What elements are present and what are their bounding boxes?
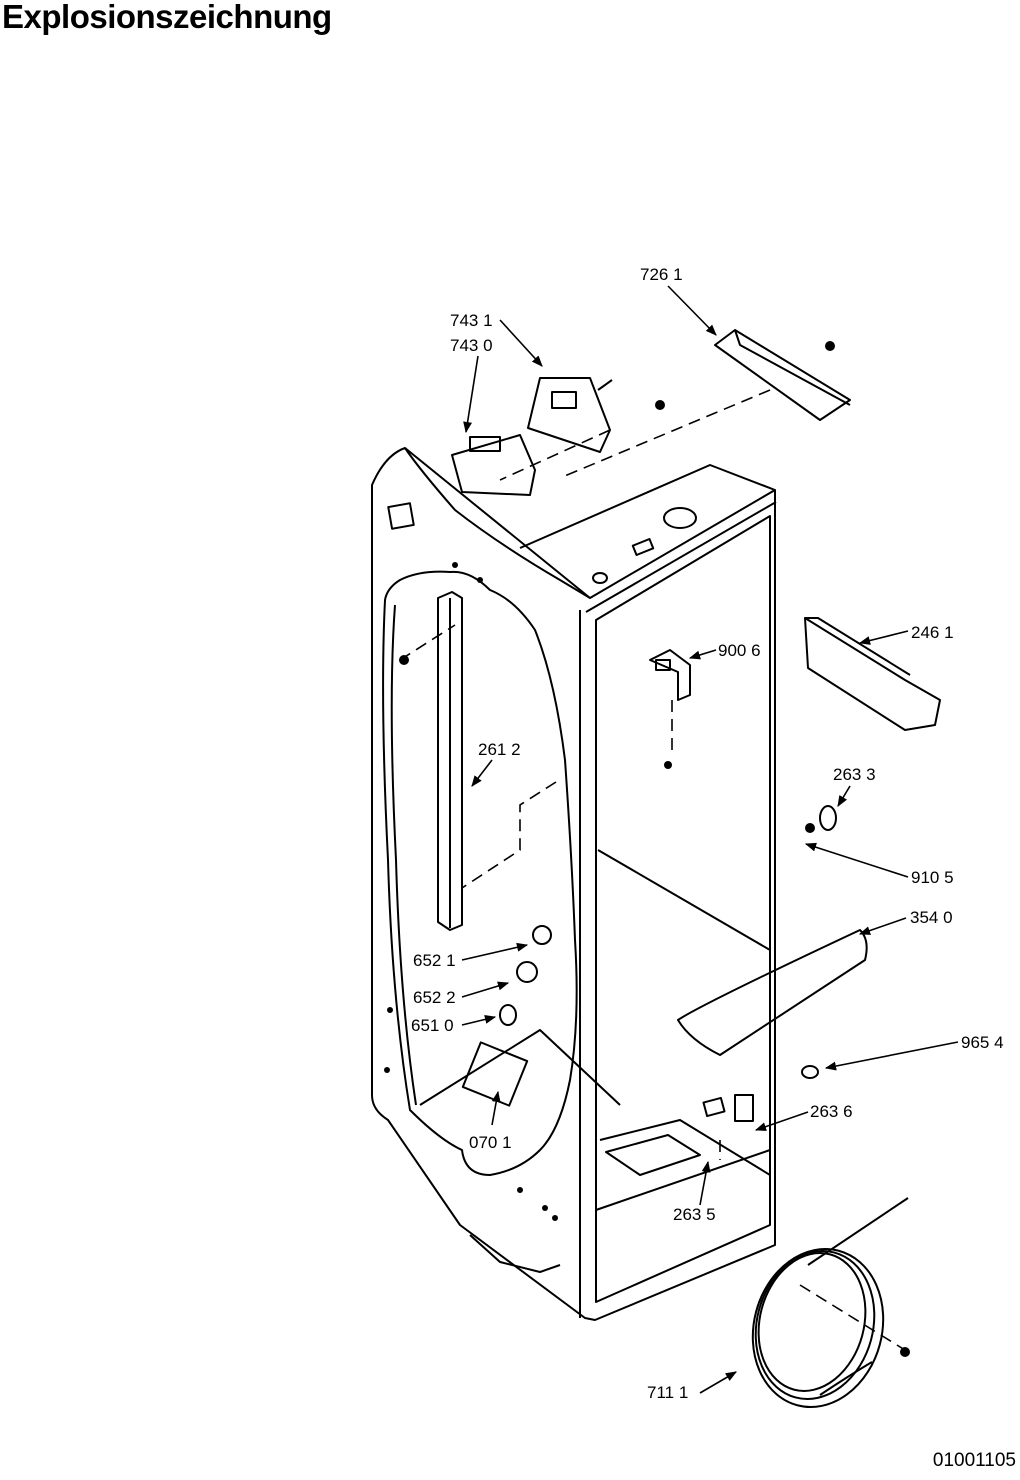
part-label-726-1: 726 1	[640, 265, 683, 284]
part-label-246-1: 246 1	[911, 623, 954, 642]
part-label-900-6: 900 6	[718, 641, 761, 660]
part-label-743-0: 743 0	[450, 336, 493, 355]
page-title: Explosionszeichnung	[2, 0, 332, 35]
part-label-261-2: 261 2	[478, 740, 521, 759]
part-label-652-2: 652 2	[413, 988, 456, 1007]
cabinet-liner	[371, 447, 776, 1321]
part-label-263-6: 263 6	[810, 1102, 853, 1121]
part-label-910-5: 910 5	[911, 868, 954, 887]
part-label-651-0: 651 0	[411, 1016, 454, 1035]
part-label-070-1: 070 1	[469, 1133, 512, 1152]
part-label-965-4: 965 4	[961, 1033, 1004, 1052]
part-label-263-5: 263 5	[673, 1205, 716, 1224]
part-label-263-3: 263 3	[833, 765, 876, 784]
part-label-652-1: 652 1	[413, 951, 456, 970]
drawing-code: 01001105	[932, 1450, 1016, 1471]
part-label-743-1: 743 1	[450, 311, 493, 330]
part-label-354-0: 354 0	[910, 908, 953, 927]
part-label-711-1: 711 1	[647, 1383, 688, 1402]
